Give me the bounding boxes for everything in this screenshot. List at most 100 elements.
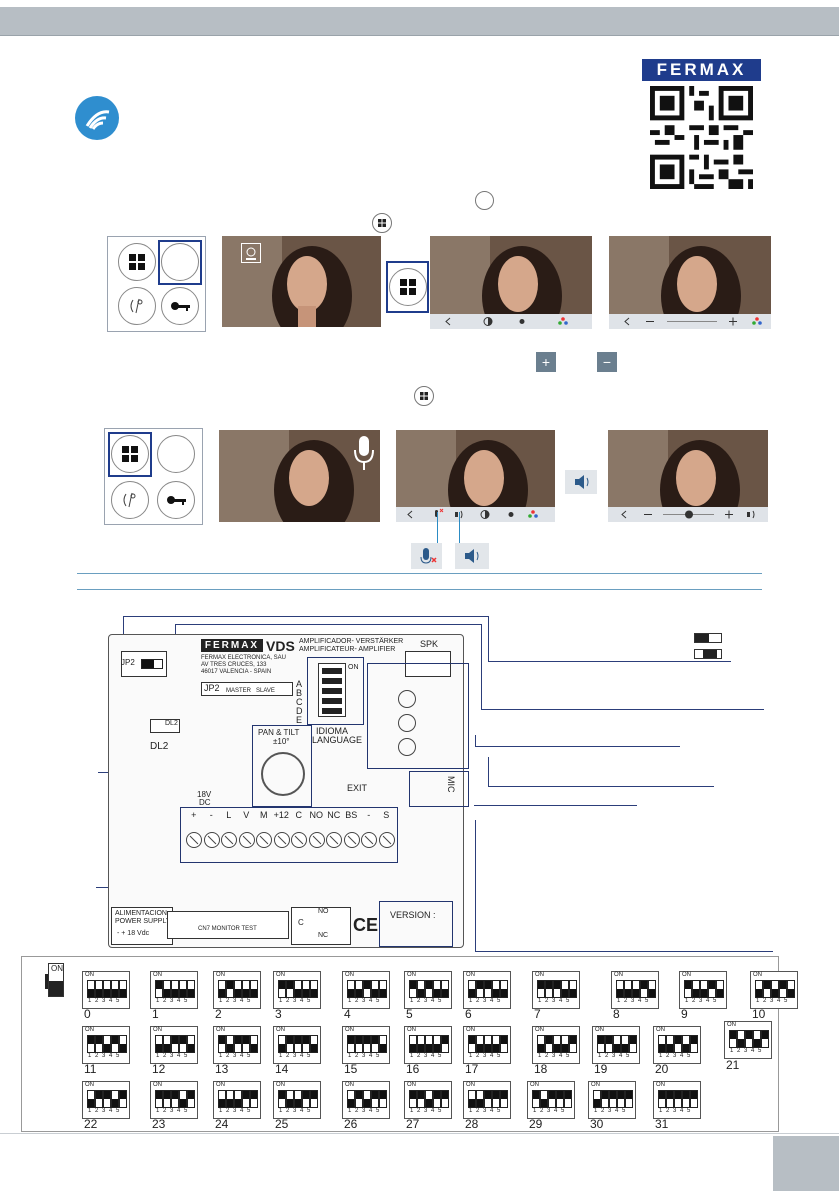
terminal-screw[interactable] — [361, 832, 377, 848]
terminal-screw[interactable] — [343, 832, 360, 848]
dip-toggle — [468, 1090, 476, 1108]
relay-nc-label: NC — [318, 932, 329, 939]
dip-toggle — [755, 980, 763, 998]
terminal-label: NO — [309, 810, 324, 820]
jp2-label: JP2 — [204, 683, 220, 693]
dip-toggle — [187, 980, 195, 998]
dip-on-text: ON — [656, 1027, 665, 1033]
dip-address-number: 9 — [681, 1007, 688, 1021]
adjustment-pots[interactable] — [367, 663, 469, 769]
dip-address-number: 24 — [215, 1117, 229, 1131]
pan-tilt-knob[interactable] — [261, 752, 305, 796]
dip-toggle — [111, 1090, 119, 1108]
terminal-screw[interactable] — [256, 832, 272, 848]
key-button-2[interactable] — [157, 481, 195, 519]
dip-address-number: 12 — [152, 1062, 166, 1076]
dip-legend: ON — [48, 963, 64, 997]
dip-toggle — [716, 980, 724, 998]
dip-toggle — [87, 1090, 95, 1108]
dip-on-text: ON — [276, 1027, 285, 1033]
terminal-screw[interactable] — [273, 832, 290, 848]
dip-toggle — [302, 1035, 310, 1053]
terminal-label: +12 — [273, 810, 289, 820]
dip-toggle — [163, 1035, 171, 1053]
dip-toggle — [761, 1030, 769, 1048]
dip-toggle — [119, 1090, 127, 1108]
terminal-screw[interactable] — [203, 832, 220, 848]
dip-address-number: 25 — [275, 1117, 289, 1131]
dip-on-text: ON — [656, 1082, 665, 1088]
master-label: MASTER — [226, 688, 252, 694]
exit-label: EXIT — [347, 783, 368, 793]
terminal-screw[interactable] — [238, 832, 255, 848]
dl2-small-label: DL2 — [165, 720, 178, 727]
volume-toolbar — [608, 507, 768, 522]
terminal-label: S — [383, 810, 390, 820]
volume-pot[interactable] — [398, 690, 416, 708]
camera-switch-button[interactable] — [118, 287, 156, 325]
camera-pot[interactable] — [398, 714, 416, 732]
dip-toggle — [690, 1035, 698, 1053]
dip-on-text: ON — [216, 1082, 225, 1088]
dip-toggle — [379, 1090, 387, 1108]
dip-toggle — [234, 980, 242, 998]
dip-toggle — [95, 980, 103, 998]
dip-on-text: ON — [591, 1082, 600, 1088]
dip-toggle — [561, 1035, 569, 1053]
grid-button[interactable] — [118, 243, 156, 281]
dip-toggle — [425, 1035, 433, 1053]
light-pot[interactable] — [398, 738, 416, 756]
dip-toggle — [371, 980, 379, 998]
board-title-2: AMPLIFICATEUR- AMPLIFIER — [299, 646, 396, 653]
pan-tilt-control[interactable]: PAN & TILT ±10° — [252, 725, 312, 807]
menu-button-2[interactable] — [157, 435, 195, 473]
minus-button: − — [597, 352, 617, 372]
dip-toggle — [476, 980, 484, 998]
dip-address-number: 26 — [344, 1117, 358, 1131]
dip-toggle — [171, 1090, 179, 1108]
dip-address-number: 15 — [344, 1062, 358, 1076]
leader-line — [123, 616, 489, 617]
dip-position-numbers: 1 2 3 4 5 — [410, 1053, 443, 1059]
dip-toggle — [763, 980, 771, 998]
key-button[interactable] — [161, 287, 199, 325]
camera-switch-button-2[interactable] — [111, 481, 149, 519]
dip-on-text: ON — [727, 1022, 736, 1028]
terminal-screw[interactable] — [186, 832, 202, 848]
dip-legend-label: ON — [51, 964, 63, 973]
dip-on-text: ON — [407, 1082, 416, 1088]
dip-toggle — [111, 980, 119, 998]
grid-button-2[interactable] — [389, 268, 427, 306]
dip-letter-d: D — [296, 706, 303, 716]
terminal-screw[interactable] — [378, 832, 395, 848]
dip-on-text: ON — [345, 972, 354, 978]
power-supply-connector: ALIMENTACION POWER SUPPLY - + 18 Vdc — [111, 907, 173, 945]
jp2-jumper-box: JP2 — [121, 651, 167, 677]
dip-position-numbers: 1 2 3 4 5 — [659, 1108, 692, 1114]
terminal-screw[interactable] — [291, 832, 307, 848]
grid-button-3[interactable] — [111, 435, 149, 473]
dl2-label: DL2 — [150, 741, 169, 752]
menu-button[interactable] — [161, 243, 199, 281]
dip-toggle — [278, 1090, 286, 1108]
dip-address-number: 4 — [344, 1007, 351, 1021]
dip-toggle — [553, 980, 561, 998]
dip-toggle — [409, 1035, 417, 1053]
separator-2 — [77, 589, 762, 590]
dip-position-numbers: 1 2 3 4 5 — [685, 998, 718, 1004]
dip-toggle — [500, 1035, 508, 1053]
terminal-screw[interactable] — [326, 832, 342, 848]
terminal-screw[interactable] — [308, 832, 325, 848]
dip-toggle — [417, 1090, 425, 1108]
language-dip-switch[interactable]: ON — [307, 657, 364, 725]
dip-position-numbers: 1 2 3 4 5 — [88, 998, 121, 1004]
dip-address-number: 11 — [84, 1062, 97, 1076]
terminal-screw[interactable] — [221, 832, 237, 848]
dip-toggle — [553, 1035, 561, 1053]
settings-toolbar — [430, 314, 592, 329]
